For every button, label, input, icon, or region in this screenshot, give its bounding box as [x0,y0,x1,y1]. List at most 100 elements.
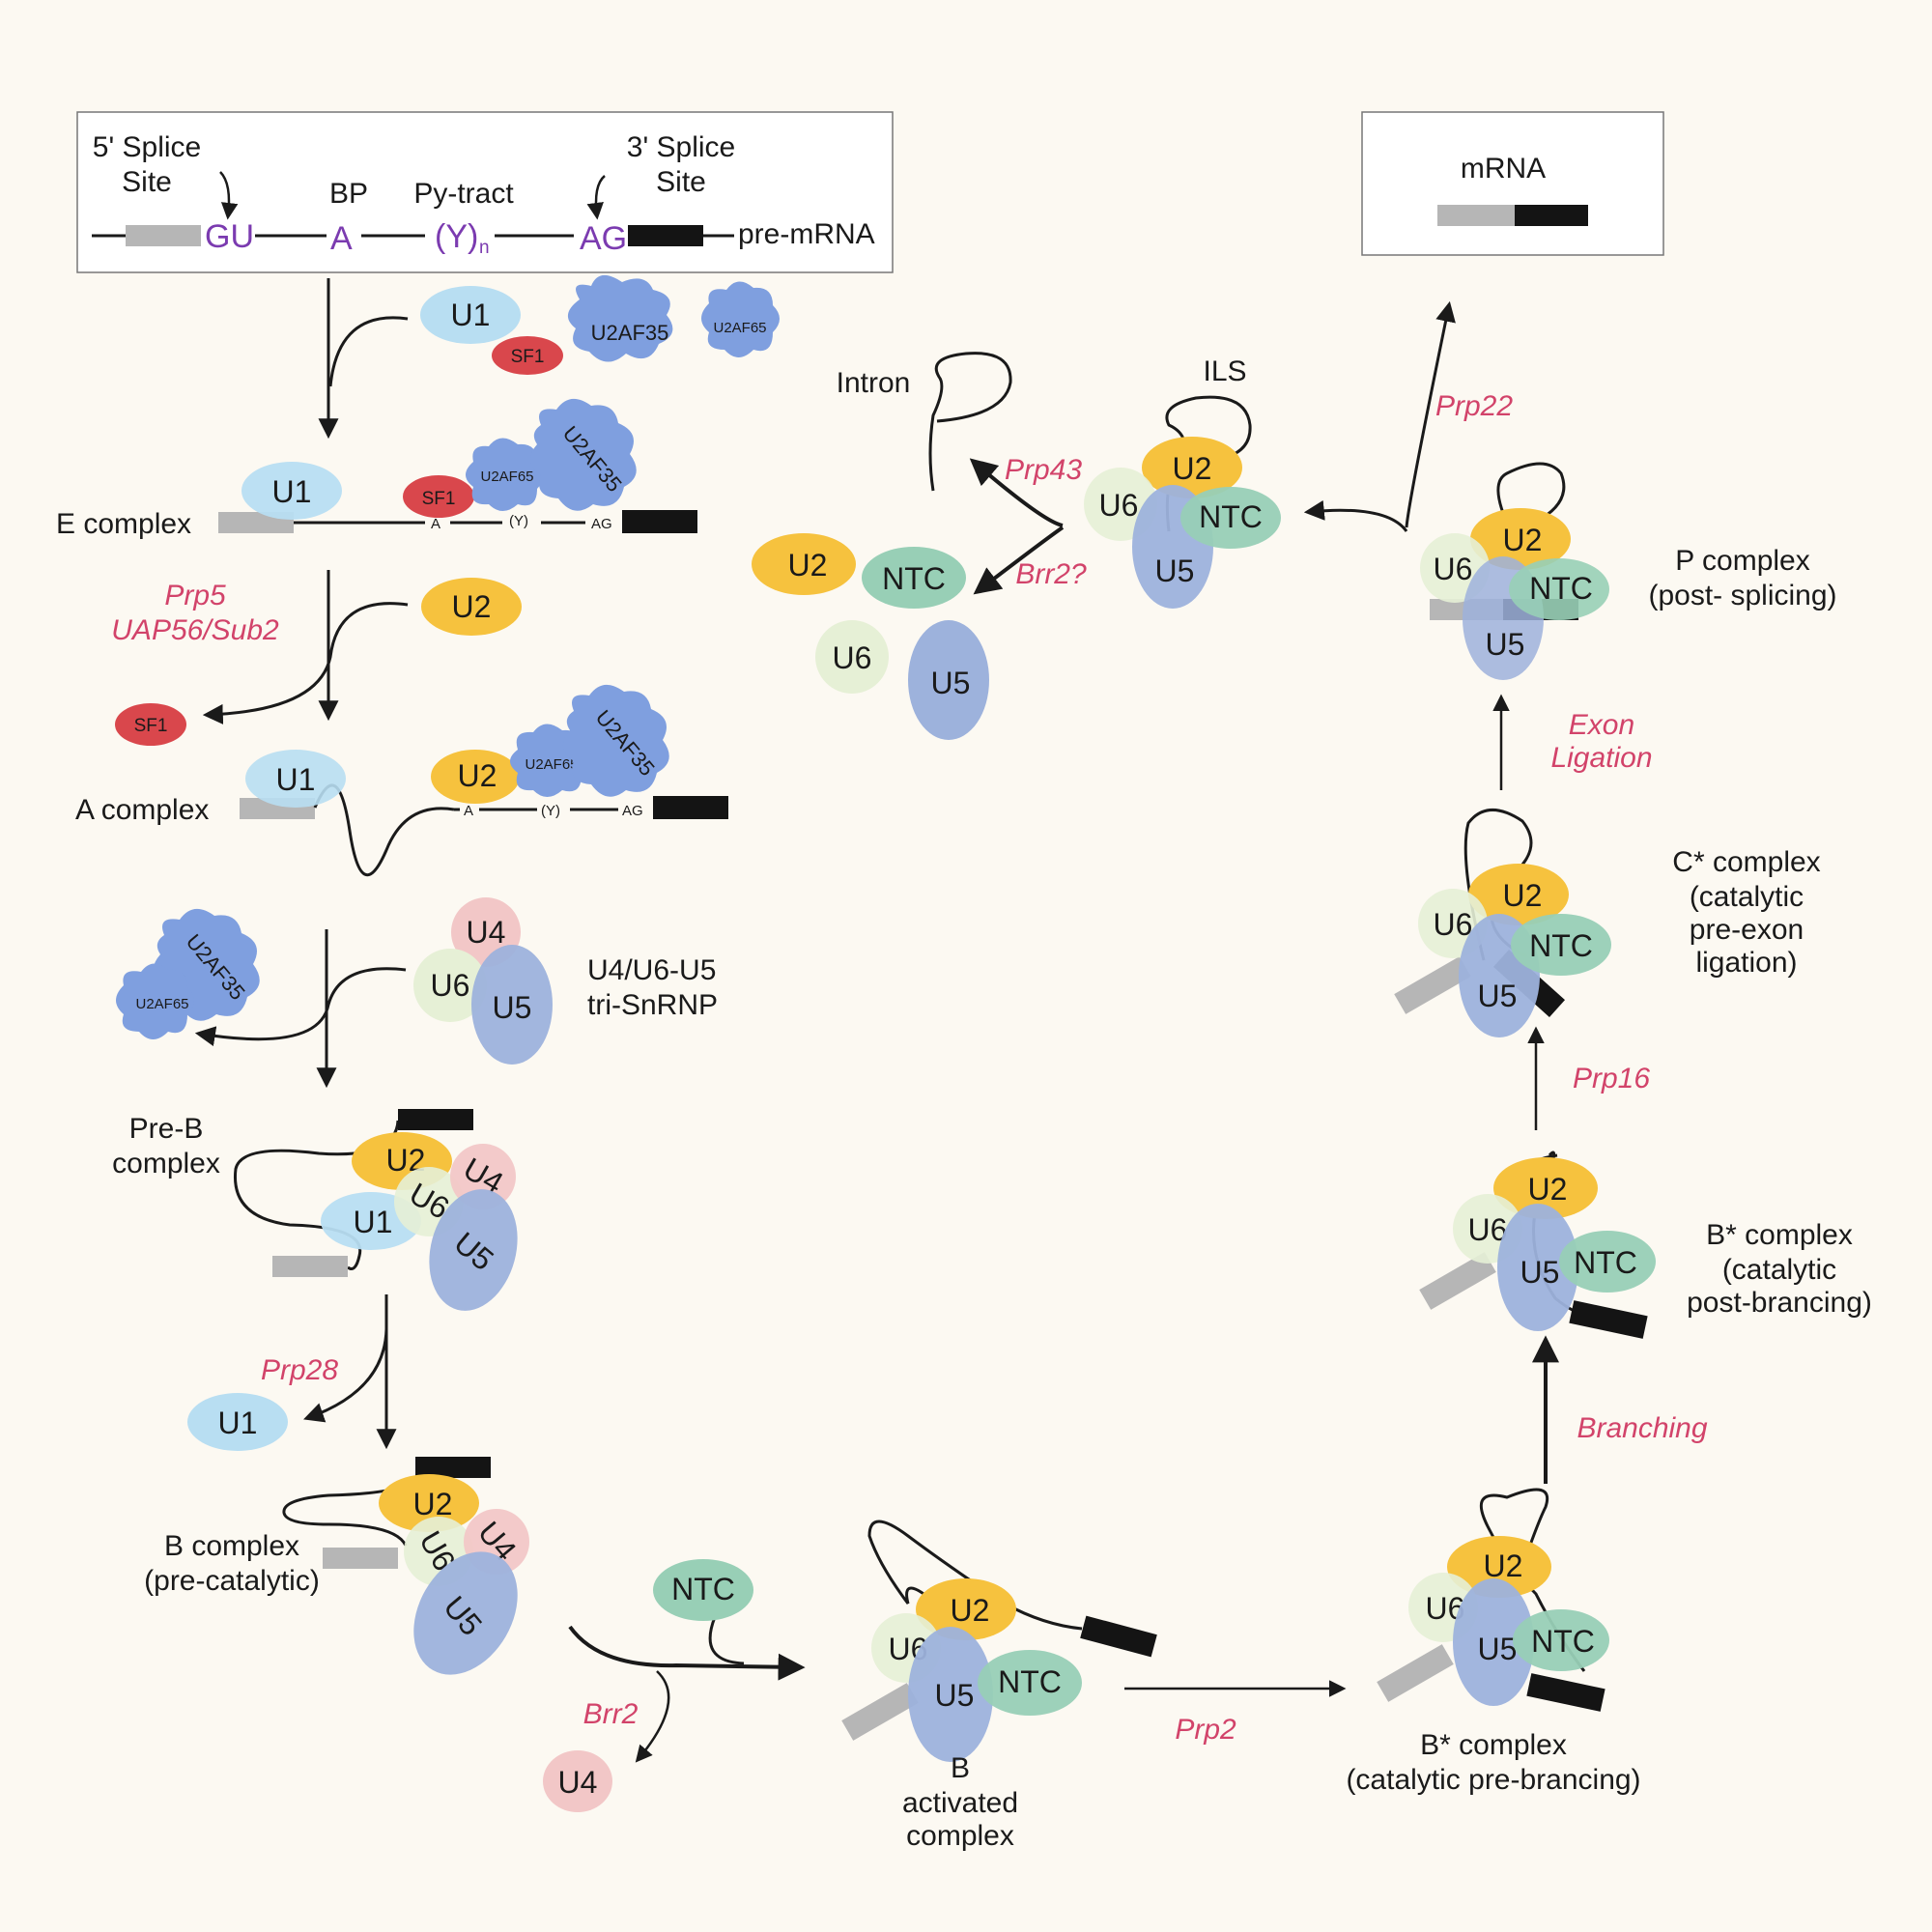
step-a-assembly: Prp5 UAP56/Sub2 U2 SF1 [111,570,522,746]
u2af65-free-label: U2AF65 [713,320,766,336]
preb-u1-label: U1 [354,1205,393,1239]
preb-label-2: complex [112,1148,220,1179]
prp28-label: Prp28 [261,1354,338,1386]
p-u2-label: U2 [1503,523,1543,557]
e-complex: E complex A (Y) AG U1 SF1 U2AF65 U2AF35 [56,398,697,540]
ils-complex: ILS U2 U6 U5 NTC [1084,355,1281,609]
step-prp2: Prp2 [1124,1680,1347,1746]
bact-label-2: activated [902,1787,1018,1819]
bact-complex: U2 U6 U5 NTC B activated complex [841,1520,1157,1852]
a-u1-label: U1 [276,762,316,797]
bact-label-1: B [951,1752,970,1784]
tri-u6-label: U6 [431,968,470,1003]
cstar-u5-label: U5 [1478,979,1518,1013]
u1-free-label: U1 [451,298,491,332]
step-b-assembly: Prp28 U1 [187,1294,397,1451]
cstar-complex: U2 U6 U5 NTC C* complex (catalytic pre-e… [1394,809,1821,1037]
e-u1-label: U1 [272,474,312,509]
released-u1-label: U1 [218,1406,258,1440]
a-seq: A [330,220,353,257]
sf1-free-label: SF1 [511,347,545,367]
a-u1 [245,750,346,808]
cstar-label-4: ligation) [1695,947,1797,979]
a-ag: AG [622,803,643,819]
bact-ntc-label: NTC [998,1664,1062,1699]
e-sf1-label: SF1 [422,489,456,509]
a-u2af65-label: U2AF65 [525,756,578,773]
e-u2af65 [466,438,544,511]
e-u2af65-label: U2AF65 [480,469,533,485]
step-disassembly: Prp43 Brr2? Intron U2 NTC U6 U5 [752,352,1087,740]
a-u2af35 [562,684,669,797]
step-prp22: Prp22 [1303,300,1513,532]
preb-complex: Pre-B complex U2 U1 U6 U4 U5 [112,1109,518,1311]
ntc-free-label: NTC [671,1572,735,1606]
exon-ligation-label-2: Ligation [1550,742,1652,774]
e-u1 [242,462,342,520]
bstar-post-label-2: (catalytic [1722,1254,1836,1286]
step-bact: NTC Brr2 U4 [543,1559,806,1812]
e-u2af35 [529,398,637,511]
p-label-1: P complex [1675,545,1810,577]
pytract-label: Py-tract [413,178,514,210]
step-prp16: Prp16 [1527,1026,1650,1130]
uap56-label: UAP56/Sub2 [111,614,279,646]
prp2-label: Prp2 [1175,1714,1236,1746]
brr2q-label: Brr2? [1015,558,1087,590]
tri-u6 [413,949,487,1022]
cstar-u2-label: U2 [1503,878,1543,913]
bstar-post-label-3: post-brancing) [1687,1287,1872,1319]
ils-u6-label: U6 [1099,488,1139,523]
b-label-2: (pre-catalytic) [144,1565,320,1597]
bstar-post-u5-label: U5 [1520,1255,1560,1290]
three-prime-exon [628,225,703,246]
mrna-label: mRNA [1461,153,1546,185]
premrna-label: pre-mRNA [738,218,875,250]
brr2-label: Brr2 [583,1698,639,1730]
bstar-pre-complex: U2 U6 U5 NTC B* complex (catalytic pre-b… [1346,1488,1641,1796]
e-a: A [431,516,440,532]
mrna-exon-2 [1515,205,1588,226]
a-u2 [431,750,520,804]
bstar-post-ntc-label: NTC [1574,1245,1637,1280]
sf1-free [492,336,563,375]
bstar-post-u6-label: U6 [1468,1212,1508,1247]
b-u2-label: U2 [413,1487,453,1521]
cstar-label-3: pre-exon [1690,914,1804,946]
bstar-pre-label-2: (catalytic pre-brancing) [1346,1764,1640,1796]
p-u6-label: U6 [1434,552,1473,586]
ils-ntc-label: NTC [1199,499,1263,534]
ag-seq: AG [580,220,627,257]
released-u4-label: U4 [558,1765,598,1800]
three-prime-label-1: 3' Splice [627,131,735,163]
u2af35-free [567,274,673,362]
a-y: (Y) [541,803,560,819]
step-e-assembly: U1 SF1 U2AF35 U2AF65 [318,274,780,440]
u1-free [420,286,521,344]
released-ntc-label: NTC [882,561,946,596]
p-ntc-label: NTC [1529,571,1593,606]
n-sub: n [479,238,490,258]
released-u2-label: U2 [788,548,828,582]
p-u5-label: U5 [1486,627,1525,662]
sf1-released [115,703,186,746]
ils-label: ILS [1203,355,1246,387]
cstar-ntc-label: NTC [1529,928,1593,963]
prp16-label: Prp16 [1573,1063,1650,1094]
prp43-label: Prp43 [1005,454,1082,486]
sf1-released-label: SF1 [134,716,168,736]
tri-u5 [471,945,553,1065]
y-seq: (Y) [435,218,478,255]
five-prime-label-1: 5' Splice [93,131,201,163]
tri-u5-label: U5 [493,990,532,1025]
u2af35-free-label: U2AF35 [591,321,669,345]
prp22-label: Prp22 [1435,390,1513,422]
bstar-pre-ntc-label: NTC [1531,1624,1595,1659]
u2af65-free [701,281,780,357]
tri-label-2: tri-SnRNP [587,989,718,1021]
step-exon-ligation: Exon Ligation [1492,694,1653,790]
five-prime-exon [126,225,201,246]
released-u6-label: U6 [833,640,872,675]
prp5-label: Prp5 [164,580,226,611]
bstar-pre-u2-label: U2 [1484,1548,1523,1583]
